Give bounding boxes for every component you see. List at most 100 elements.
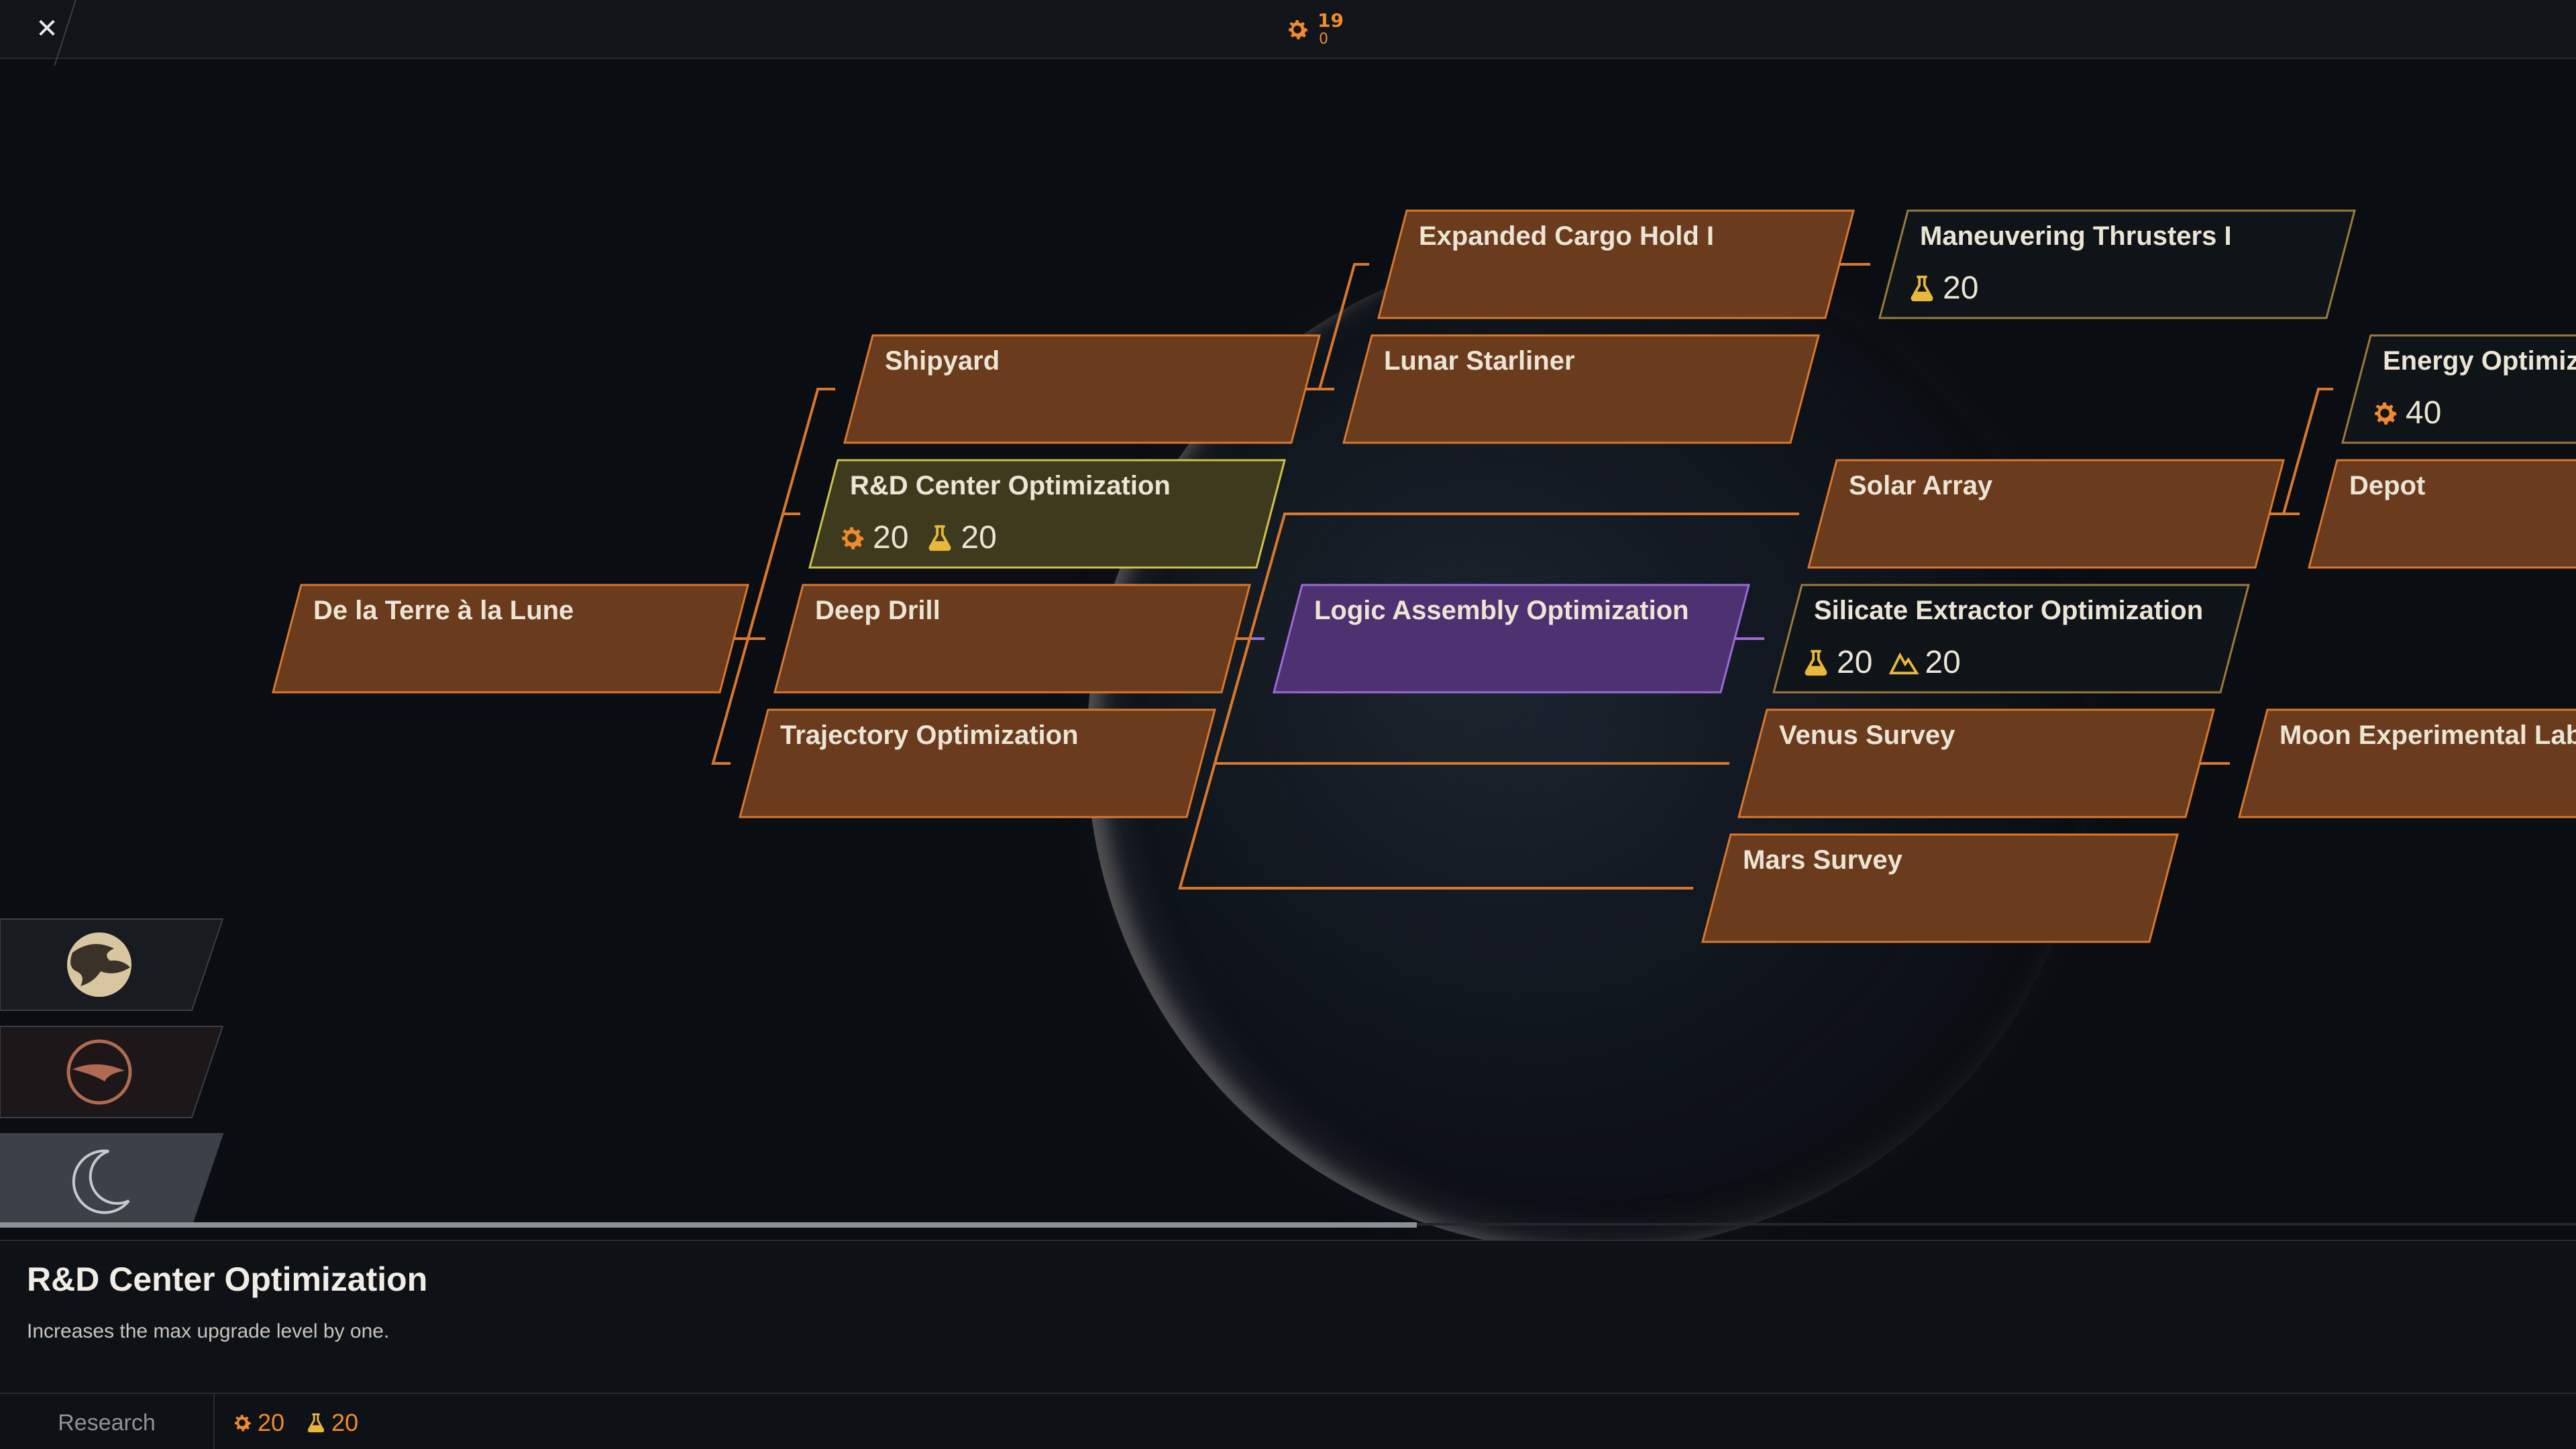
research-button[interactable]: Research [0,1394,215,1449]
tech-node-lunar-starliner[interactable]: Lunar Starliner [1342,334,1820,444]
gear-icon [2375,402,2398,425]
info-title: R&D Center Optimization [27,1260,428,1298]
cost-item: 20 [1888,644,1961,681]
tech-node-deep-drill[interactable]: Deep Drill [773,584,1251,694]
tech-node-label: Deep Drill [815,596,941,625]
tech-node-shape [1807,459,2285,569]
tech-node-mars-survey[interactable]: Mars Survey [1701,833,2179,943]
sidebar-tab-moon[interactable] [0,1132,228,1226]
tech-node-label: Depot [2349,471,2426,500]
tech-node-label: Venus Survey [1779,720,1955,750]
info-description: Increases the max upgrade level by one. [27,1320,390,1342]
tech-node-shape [2341,334,2576,444]
tech-node-label: De la Terre à la Lune [313,596,574,625]
research-cost-value: 20 [331,1409,359,1436]
gear-icon [1289,20,1308,40]
sidebar-tab-shape [0,1026,224,1118]
tech-node-shape [1342,334,1820,444]
earth-icon [67,932,131,997]
cost-value: 20 [961,520,997,555]
tech-node-shape [739,708,1216,818]
tech-node-label: R&D Center Optimization [850,471,1171,500]
cost-value: 40 [2406,395,2442,431]
horizontal-scroll-thumb[interactable] [0,1222,1417,1228]
flask-icon [307,1413,325,1433]
tech-node-label: Shipyard [885,346,1000,376]
tech-node-cost: 40 [2369,394,2451,431]
tech-node-de-la-terre[interactable]: De la Terre à la Lune [272,584,749,694]
cost-item: 20 [924,519,997,556]
tech-node-venus-survey[interactable]: Venus Survey [1737,708,2215,818]
tech-node-shape [1878,209,2356,319]
counter-bottom-value: 0 [1319,31,1328,48]
counter-top-value: 19 [1318,9,1344,32]
tech-node-cost: 20 [1907,270,1988,307]
tech-node-label: Solar Array [1849,471,1993,500]
tech-node-label: Silicate Extractor Optimization [1814,596,2204,625]
info-panel: R&D Center Optimization Increases the ma… [0,1240,2576,1449]
sidebar-tab-earth[interactable] [0,918,228,1012]
cost-value: 20 [873,520,909,555]
tech-node-shape [1737,708,2215,818]
tech-node-shape [1377,209,1855,319]
research-cost-value: 20 [258,1409,285,1436]
cost-item: 40 [2369,394,2441,431]
research-cost-item: 20 [305,1409,358,1437]
cost-value: 20 [1837,645,1873,680]
flask-icon [928,525,951,551]
connector-deep-drill-to-mars-survey [1178,637,1693,890]
tech-node-shape [1701,833,2179,943]
tech-node-trajectory[interactable]: Trajectory Optimization [739,708,1216,818]
tech-node-solar-array[interactable]: Solar Array [1807,459,2285,569]
tech-node-shape [773,584,1251,694]
cost-value: 20 [1925,645,1961,680]
research-cost-item: 20 [231,1409,284,1437]
sidebar-tab-mars[interactable] [0,1025,228,1119]
tech-node-depot[interactable]: Depot [2308,459,2576,569]
tech-node-expanded-cargo[interactable]: Expanded Cargo Hold I [1377,209,1855,319]
close-button[interactable]: ✕ [36,13,58,44]
tech-node-shape [1273,584,1750,694]
top-bar: ✕ 19 0 [0,0,2576,66]
sidebar-tab-shape [0,1133,224,1226]
cost-item: 20 [1801,644,1872,681]
tech-node-logic-assembly[interactable]: Logic Assembly Optimization [1273,584,1750,694]
connector-de-la-terre-to-trajectory [711,637,750,765]
tech-node-shape [808,459,1286,569]
flask-icon [1805,649,1827,676]
tech-node-label: Trajectory Optimization [780,720,1079,750]
tech-node-label: Logic Assembly Optimization [1314,596,1689,625]
tech-node-maneuvering[interactable]: Maneuvering Thrusters I 20 [1878,209,2356,319]
moon-icon [72,1149,130,1214]
tech-node-label: Maneuvering Thrusters I [1920,221,2232,251]
tech-node-label: Moon Experimental Labo [2279,720,2576,750]
cost-value: 20 [1943,270,1979,306]
sidebar-tab-shape [0,918,224,1011]
tech-node-label: Mars Survey [1743,845,1902,875]
mountain-icon [1889,651,1919,674]
tech-node-shipyard[interactable]: Shipyard [843,334,1321,444]
tech-node-shape [272,584,749,694]
tech-node-label: Lunar Starliner [1384,346,1575,376]
tech-node-shape [2308,459,2576,569]
mars-icon [66,1039,132,1105]
tech-node-shape [2238,708,2576,818]
cost-item: 20 [837,519,908,556]
cost-item: 20 [1907,270,1978,307]
gear-icon [235,1415,252,1432]
tech-node-shape [1772,584,2250,694]
gear-icon [842,527,865,549]
tree-connectors [711,263,2333,890]
tech-node-label: Expanded Cargo Hold I [1419,221,1715,251]
tech-node-shape [843,334,1321,444]
tech-node-moon-lab[interactable]: Moon Experimental Labo [2238,708,2576,818]
